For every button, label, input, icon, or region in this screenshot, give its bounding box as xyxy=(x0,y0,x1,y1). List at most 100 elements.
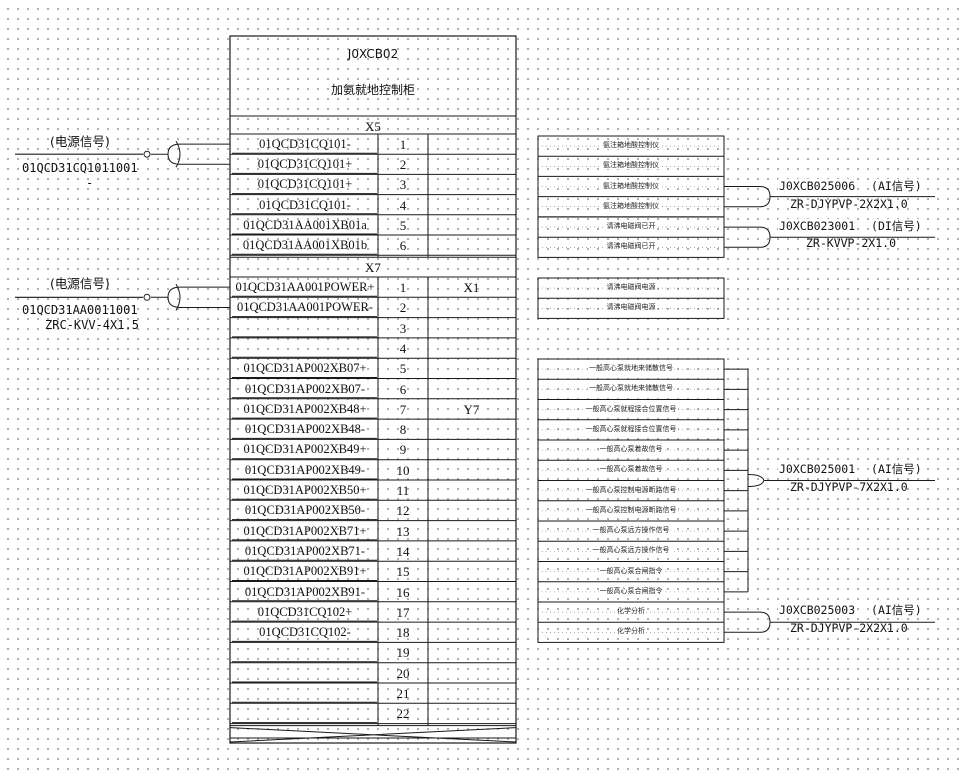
section-x7-title: X7 xyxy=(365,260,381,275)
left-cable-2-title: (电源信号) xyxy=(50,276,110,291)
x7-terminal-label: 01QCD31CQ102+ xyxy=(257,604,353,619)
signal-label: 氨注箱地酸控制仪 xyxy=(602,141,660,150)
x7-terminal-number: 17 xyxy=(396,604,410,620)
x7-terminal-number: 12 xyxy=(396,503,410,519)
signal-label: 一般高心泵着故信号 xyxy=(598,465,664,474)
x7-terminal-label: 01QCD31AP002XB48+ xyxy=(243,401,367,416)
signal-label: 化学分析 xyxy=(616,607,646,616)
x7-terminal-number: 10 xyxy=(396,462,410,478)
left-cable-2-code: 01QCD31AA0011001 xyxy=(22,303,138,317)
right-cable-2-code: J0XCB023001 (DI信号) xyxy=(778,219,923,233)
x7-terminal-label: 01QCD31AP002XB07+ xyxy=(243,361,367,376)
x7-terminal-label: 01QCD31AP002XB71+ xyxy=(243,523,367,538)
signal-label-cell: 一般高心泵远方操作信号 xyxy=(538,526,724,535)
x7-terminal-label: 01QCD31CQ102- xyxy=(259,625,351,640)
signal-label: 一般高心泵合闸指令 xyxy=(598,586,664,595)
x5-terminal-number: 1 xyxy=(399,137,407,152)
x7-terminal-number: 14 xyxy=(396,543,410,559)
x7-terminal-number: 8 xyxy=(399,422,407,438)
signal-label-cell: 一般高心泵合闸指令 xyxy=(538,566,724,575)
right-cable-4-id: J0XCB025003 xyxy=(778,603,857,617)
signal-label-cell: 一般高心泵就程接合位置信号 xyxy=(538,404,724,413)
strip-break-symbol xyxy=(229,727,517,743)
signal-label-cell: 氨注箱地酸控制仪 xyxy=(538,141,724,150)
cabinet-name: 加氨就地控制柜 xyxy=(330,83,415,97)
signal-label: 一般高心泵控制电源断路信号 xyxy=(584,505,678,514)
x7-terminal-label: 01QCD31AP002XB49- xyxy=(244,462,366,477)
right-cable-1-type: (AI信号) xyxy=(870,179,923,193)
x7-terminal-label: 01QCD31AP002XB07- xyxy=(244,381,366,396)
right-cable-4-type: (AI信号) xyxy=(870,603,923,617)
x5-terminal-label: 01QCD31CQ101+ xyxy=(257,157,353,172)
x7-terminal-number: 19 xyxy=(396,645,410,661)
right-cable-3-id: J0XCB025001 xyxy=(778,462,857,476)
right-cable-2-type: (DI信号) xyxy=(870,219,923,233)
right-cable-3-type: (AI信号) xyxy=(870,462,923,476)
right-cable-1-code: J0XCB025006 (AI信号) xyxy=(778,179,923,193)
right-cable-4-arrow xyxy=(724,611,771,633)
left-cable-1-arrow xyxy=(167,143,230,165)
x7-terminal-number: 5 xyxy=(399,361,407,377)
x5-terminal-number: 2 xyxy=(399,157,407,173)
signal-label-cell: 一般高心泵着故信号 xyxy=(538,445,724,454)
signal-label-cell: 氨注箱地酸控制仪 xyxy=(538,201,724,210)
right-cable-2-arrow xyxy=(724,226,771,248)
signal-label-cell: 一般高心泵远方操作信号 xyxy=(538,546,724,555)
x7-terminal-number: 9 xyxy=(399,442,407,458)
x5-terminal-label: 01QCD31CQ101- xyxy=(259,137,351,151)
x7-terminal-label: 01QCD31AP002XB50+ xyxy=(243,483,367,497)
signal-label: 一般高心泵控制电源断路信号 xyxy=(584,485,678,494)
signal-label-cell: 一般高心泵就地来储散信号 xyxy=(538,364,724,373)
left-cable-2-arrow xyxy=(167,286,230,308)
signal-label-cell: 一般高心泵合闸指令 xyxy=(538,586,724,595)
right-cable-1-spec: ZR-DJYPVP-2X2X1.0 xyxy=(790,197,908,211)
signal-label: 氨注箱地酸控制仪 xyxy=(602,161,660,170)
signal-label: 请沸电磁阀已开 xyxy=(605,242,657,251)
signal-label-cell: 化学分析 xyxy=(538,627,724,636)
x7-terminal-number: 15 xyxy=(396,564,410,580)
x7-terminal-label: 01QCD31AP002XB49+ xyxy=(243,442,367,457)
x7-terminal-number: 2 xyxy=(399,300,407,316)
right-cable-1-id: J0XCB025006 xyxy=(778,179,857,193)
signal-label-cell: 请沸电磁阀电源 xyxy=(538,283,724,292)
signal-label-cell: 请沸电磁阀已开 xyxy=(538,222,724,231)
x5-terminal-number: 6 xyxy=(399,238,407,253)
signal-label-cell: 请沸电磁阀已开 xyxy=(538,242,724,251)
left-cable-1-spec: - xyxy=(86,176,94,190)
x7-terminal-number: 18 xyxy=(396,625,410,641)
signal-label-cell: 一般高心泵控制电源断路信号 xyxy=(538,505,724,514)
right-cable-4-spec: ZR-DJYPVP-2X2X1.0 xyxy=(790,621,908,635)
x7-terminal-label: 01QCD31AP002XB50- xyxy=(244,503,366,518)
signal-label: 氨注箱地酸控制仪 xyxy=(602,181,660,190)
signal-label: 一般高心泵就地来储散信号 xyxy=(588,384,674,393)
x7-terminal-label: 01QCD31AP002XB91+ xyxy=(243,564,367,579)
left-cable-2-shield xyxy=(175,283,181,311)
right-cable-3-arrow xyxy=(747,474,765,487)
signal-label-cell: 一般高心泵着故信号 xyxy=(538,465,724,474)
x7-terminal-number: 21 xyxy=(396,686,410,701)
x7-terminal-number: 6 xyxy=(399,381,407,397)
signal-label-cell: 请沸电磁阀电源 xyxy=(538,303,724,312)
signal-label: 一般高心泵远方操作信号 xyxy=(591,526,671,535)
x5-terminal-label: 01QCD31AA001XB01a xyxy=(243,217,367,232)
left-cable-2-terminal-dot xyxy=(143,293,151,301)
x5-terminal-number: 4 xyxy=(399,197,407,213)
cabinet-code: J0XCB02 xyxy=(347,47,399,61)
x7-terminal-label: 01QCD31AP002XB71- xyxy=(244,543,366,558)
x5-terminal-number: 5 xyxy=(399,217,407,233)
signal-label-cell: 氨注箱地酸控制仪 xyxy=(538,161,724,170)
signal-label: 请沸电磁阀电源 xyxy=(605,303,657,312)
cabinet-outline xyxy=(229,35,517,744)
signal-label-cell: 化学分析 xyxy=(538,607,724,616)
signal-label-cell: 氨注箱地酸控制仪 xyxy=(538,181,724,190)
x7-terminal-number: 13 xyxy=(396,523,410,539)
signal-label: 请沸电磁阀已开 xyxy=(605,222,657,231)
x5-terminal-label: 01QCD31AA001XB01b xyxy=(242,238,368,252)
x7-terminal-number: 1 xyxy=(399,280,407,295)
x7-terminal-number: 3 xyxy=(399,320,407,336)
x7-terminal-aux: X1 xyxy=(463,280,480,295)
x7-terminal-label: 01QCD31AA001POWER- xyxy=(236,300,374,315)
left-cable-1-title: (电源信号) xyxy=(50,134,110,149)
right-cable-2-spec: ZR-KVVP-2X1.0 xyxy=(806,236,897,250)
